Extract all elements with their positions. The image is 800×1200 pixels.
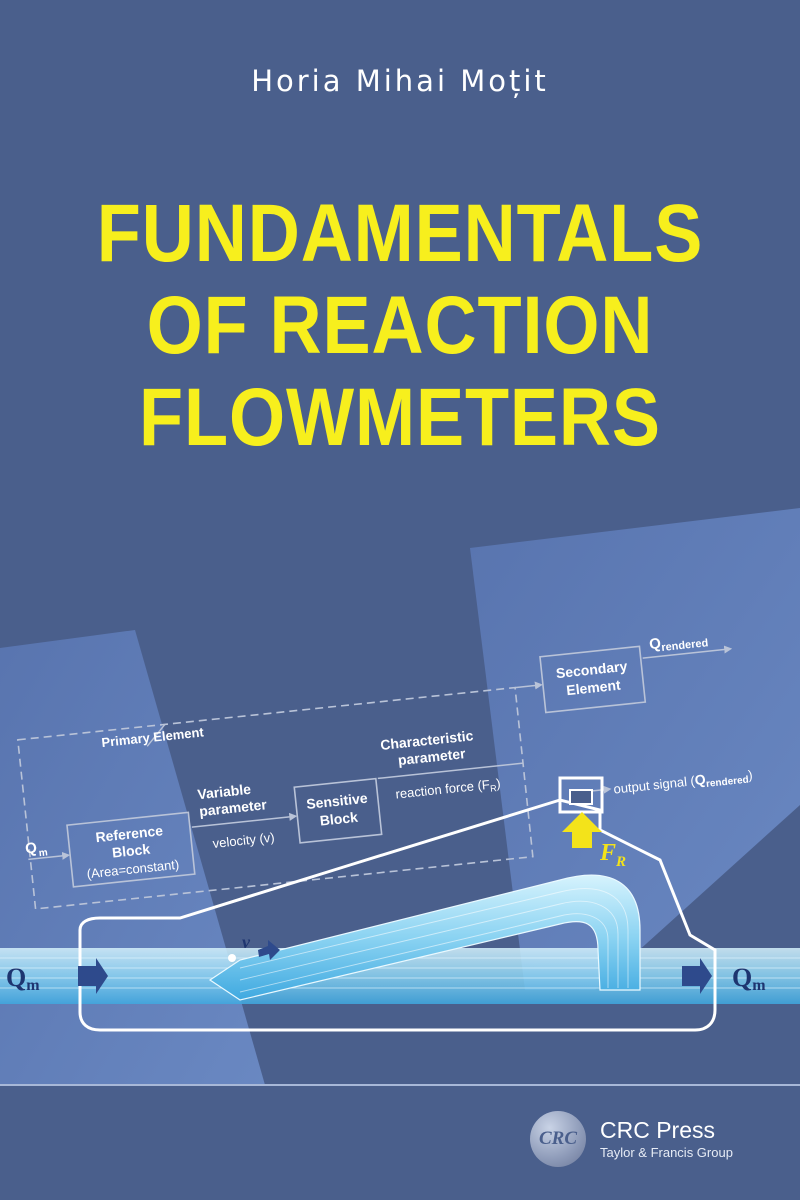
reaction-force-label: reaction force (FR) xyxy=(395,776,502,804)
primary-element-label: Primary Element xyxy=(101,724,205,750)
characteristic-parameter-label-2: parameter xyxy=(397,745,467,768)
output-signal: output signal (Qrendered) xyxy=(571,766,754,799)
light-panel-right xyxy=(470,508,800,990)
fr-label: FR xyxy=(599,840,626,870)
velocity-label: velocity (v) xyxy=(212,830,275,851)
block-diagram: Primary Element Reference Block (Area=co… xyxy=(16,630,733,910)
secondary-element-label-2: Element xyxy=(566,677,622,699)
output-signal-label: output signal (Qrendered) xyxy=(613,766,754,799)
inlet-flow-arrow xyxy=(78,958,108,994)
secondary-element-label-1: Secondary xyxy=(555,658,628,681)
sensor-housing xyxy=(558,776,604,814)
sensitive-block-box xyxy=(293,777,383,844)
secondary-element-box xyxy=(539,645,647,714)
q-rendered-label: Qrendered xyxy=(648,630,708,655)
velocity-arrow xyxy=(258,940,280,960)
reference-block-box xyxy=(66,811,196,888)
outlet-flow-arrow xyxy=(682,958,712,994)
publisher-block: CRC CRC Press Taylor & Francis Group xyxy=(530,1105,760,1167)
inclined-tube-flow xyxy=(208,874,641,1001)
variable-parameter-label-2: parameter xyxy=(198,796,268,819)
reaction-force-arrow xyxy=(562,812,602,848)
sensitive-block-label-2: Block xyxy=(319,809,359,829)
velocity-v-label: v xyxy=(242,932,251,952)
crc-logo: CRC xyxy=(530,1111,586,1167)
variable-parameter-label-1: Variable xyxy=(197,781,252,803)
book-title-line-3: FLOWMETERS xyxy=(139,372,661,463)
velocity-point xyxy=(228,954,236,962)
author-name: Horia Mihai Moțit xyxy=(251,64,549,98)
reference-block-label-1: Reference xyxy=(95,822,164,845)
book-title-line-2: OF REACTION xyxy=(146,280,654,371)
qm-inlet-label: Qm xyxy=(6,963,40,994)
primary-element-dashed-box xyxy=(16,686,534,910)
qm-input-label-sub: m xyxy=(38,847,48,859)
meter-housing-outline xyxy=(78,798,717,1032)
publisher-group: Taylor & Francis Group xyxy=(600,1145,733,1160)
qm-outlet-label: Qm xyxy=(732,963,766,994)
publisher-name: CRC Press xyxy=(600,1117,716,1143)
book-title-line-1: FUNDAMENTALS xyxy=(96,188,704,279)
reference-block-label-2: Block xyxy=(111,841,151,861)
sensitive-block-label-1: Sensitive xyxy=(306,790,369,812)
sensor-element xyxy=(569,789,593,805)
qm-input-label-main: Q xyxy=(24,839,38,857)
